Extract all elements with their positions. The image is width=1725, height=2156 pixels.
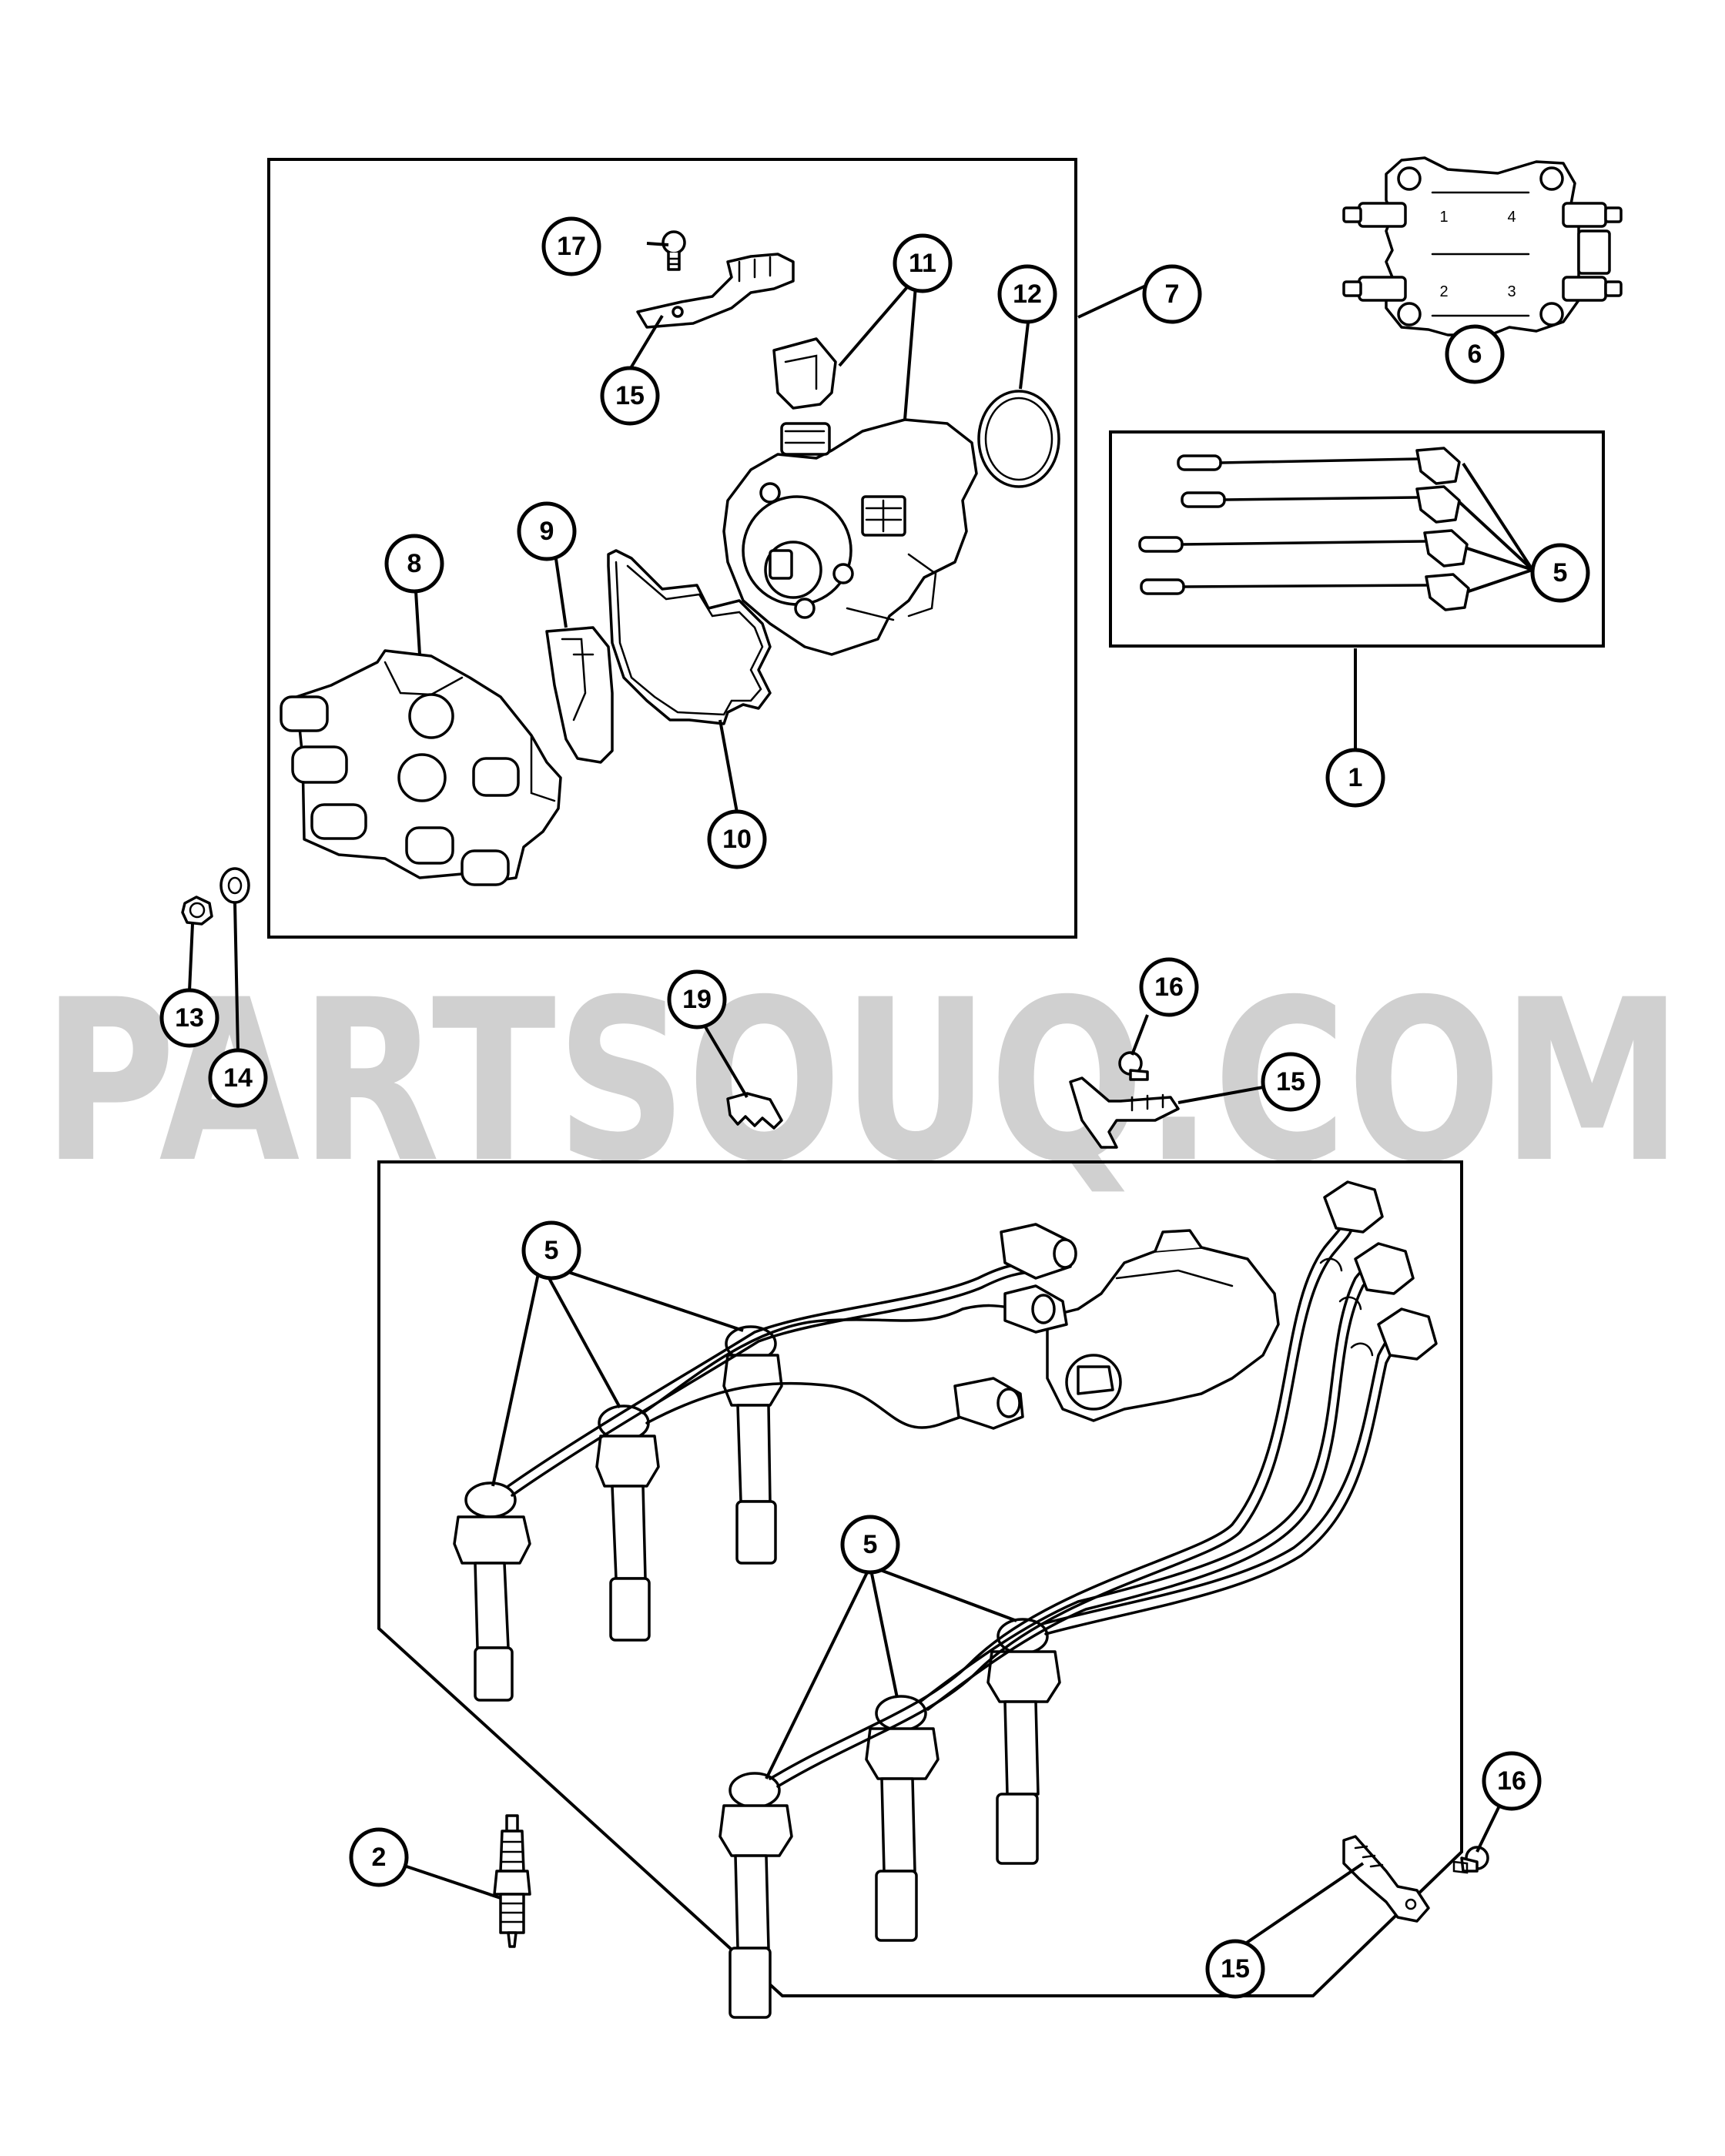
svg-text:15: 15 <box>615 381 645 410</box>
callout-10: 10 <box>707 809 767 869</box>
spark-plug <box>493 1814 531 1948</box>
washer-14 <box>219 867 250 904</box>
callout-11: 11 <box>893 233 953 293</box>
kit-wire-3 <box>1138 529 1469 567</box>
svg-text:19: 19 <box>682 985 712 1014</box>
distributor-housing <box>722 418 978 656</box>
callout-6: 6 <box>1445 324 1505 384</box>
wire-lower-b2 <box>926 1261 1384 1711</box>
callout-2: 2 <box>349 1827 409 1887</box>
callout-16-mid: 16 <box>1139 957 1199 1017</box>
rotor <box>545 626 614 764</box>
plug-boot-3 <box>722 1325 783 1565</box>
nut-13 <box>181 896 213 926</box>
wire-lower-b <box>919 1254 1376 1703</box>
watermark-text: PARTSOUQ.COM <box>42 952 1683 1212</box>
callout-15-lower: 15 <box>1205 1939 1265 1999</box>
seal-ring <box>977 390 1060 488</box>
bolt-16-lower <box>1452 1846 1489 1874</box>
plug-boot-5 <box>865 1695 940 1942</box>
svg-text:17: 17 <box>557 232 586 261</box>
svg-text:9: 9 <box>540 517 554 546</box>
wire-bracket-mid <box>1069 1076 1180 1149</box>
callout-19: 19 <box>667 969 727 1029</box>
ignition-wire-set-frame <box>377 1160 1463 1997</box>
wire-upper-b <box>641 1304 1026 1414</box>
wire-upper-c <box>645 1381 1003 1429</box>
svg-text:5: 5 <box>863 1530 878 1559</box>
callout-1: 1 <box>1325 748 1385 808</box>
plug-boot-2 <box>595 1404 660 1642</box>
callout-13: 13 <box>159 988 219 1048</box>
wire-lower-c <box>1038 1319 1399 1626</box>
kit-wire-4 <box>1140 573 1470 611</box>
ignition-wire-set <box>453 1180 1438 2019</box>
coil-terminal-1: 1 <box>1439 209 1448 226</box>
kit-wire-1 <box>1177 447 1461 485</box>
spark-plug-wire-kit-frame <box>1109 430 1605 648</box>
distributor-gasket <box>607 549 772 725</box>
wire-clip-19 <box>726 1092 783 1130</box>
wire-bracket-lower <box>1342 1835 1430 1923</box>
svg-text:16: 16 <box>1154 973 1184 1002</box>
svg-text:15: 15 <box>1221 1954 1250 1984</box>
svg-text:11: 11 <box>909 249 936 278</box>
svg-text:7: 7 <box>1165 280 1180 309</box>
callout-5-upper: 5 <box>521 1220 581 1281</box>
bolt-16-mid <box>1118 1051 1149 1081</box>
callout-15-mid: 15 <box>1261 1052 1321 1112</box>
svg-text:13: 13 <box>175 1003 204 1033</box>
svg-text:14: 14 <box>223 1063 253 1093</box>
svg-text:5: 5 <box>1553 558 1568 588</box>
svg-text:12: 12 <box>1013 280 1042 309</box>
coil-terminal-4: 4 <box>1507 209 1516 226</box>
svg-text:10: 10 <box>722 825 752 854</box>
wire-set-distributor <box>1046 1229 1280 1422</box>
svg-text:2: 2 <box>372 1843 387 1872</box>
plug-boot-6 <box>986 1618 1061 1865</box>
plug-boot-1 <box>453 1481 531 1702</box>
pickup-connector <box>772 337 837 410</box>
wire-lower-c2 <box>1044 1327 1407 1635</box>
wire-upper-a2 <box>511 1270 1037 1497</box>
distributor-cap <box>280 649 562 886</box>
wire-bracket-upper <box>636 253 795 329</box>
wire-lower-a <box>769 1207 1346 1780</box>
callout-5-lower: 5 <box>840 1515 900 1575</box>
svg-text:16: 16 <box>1497 1766 1526 1796</box>
callout-7: 7 <box>1142 264 1202 324</box>
svg-text:5: 5 <box>544 1236 559 1265</box>
callout-5-kit: 5 <box>1530 543 1590 603</box>
svg-text:15: 15 <box>1276 1067 1305 1096</box>
cap-end-upper <box>953 1223 1077 1430</box>
plug-boot-4 <box>718 1772 793 2019</box>
callout-14: 14 <box>208 1048 268 1108</box>
svg-text:1: 1 <box>1348 763 1363 792</box>
wire-lower-a2 <box>776 1215 1354 1788</box>
spark-plug-wire-kit <box>1138 447 1470 611</box>
ignition-coil-pack: 1 4 2 3 <box>1342 156 1623 336</box>
callout-8: 8 <box>384 534 444 594</box>
callout-9: 9 <box>517 501 577 561</box>
coil-terminal-2: 2 <box>1439 283 1448 300</box>
callout-17: 17 <box>541 216 601 276</box>
wire-upper-a <box>507 1261 1041 1488</box>
svg-text:6: 6 <box>1468 340 1482 369</box>
callout-15-upper: 15 <box>600 366 660 426</box>
cap-end-lower <box>1319 1180 1438 1361</box>
distributor-assembly-frame <box>267 158 1077 939</box>
callout-16-lower: 16 <box>1482 1751 1542 1811</box>
kit-wire-2 <box>1181 485 1461 524</box>
coil-terminal-3: 3 <box>1507 283 1516 300</box>
small-bolt-17 <box>662 230 686 271</box>
svg-text:8: 8 <box>407 549 422 578</box>
callout-12: 12 <box>997 264 1057 324</box>
